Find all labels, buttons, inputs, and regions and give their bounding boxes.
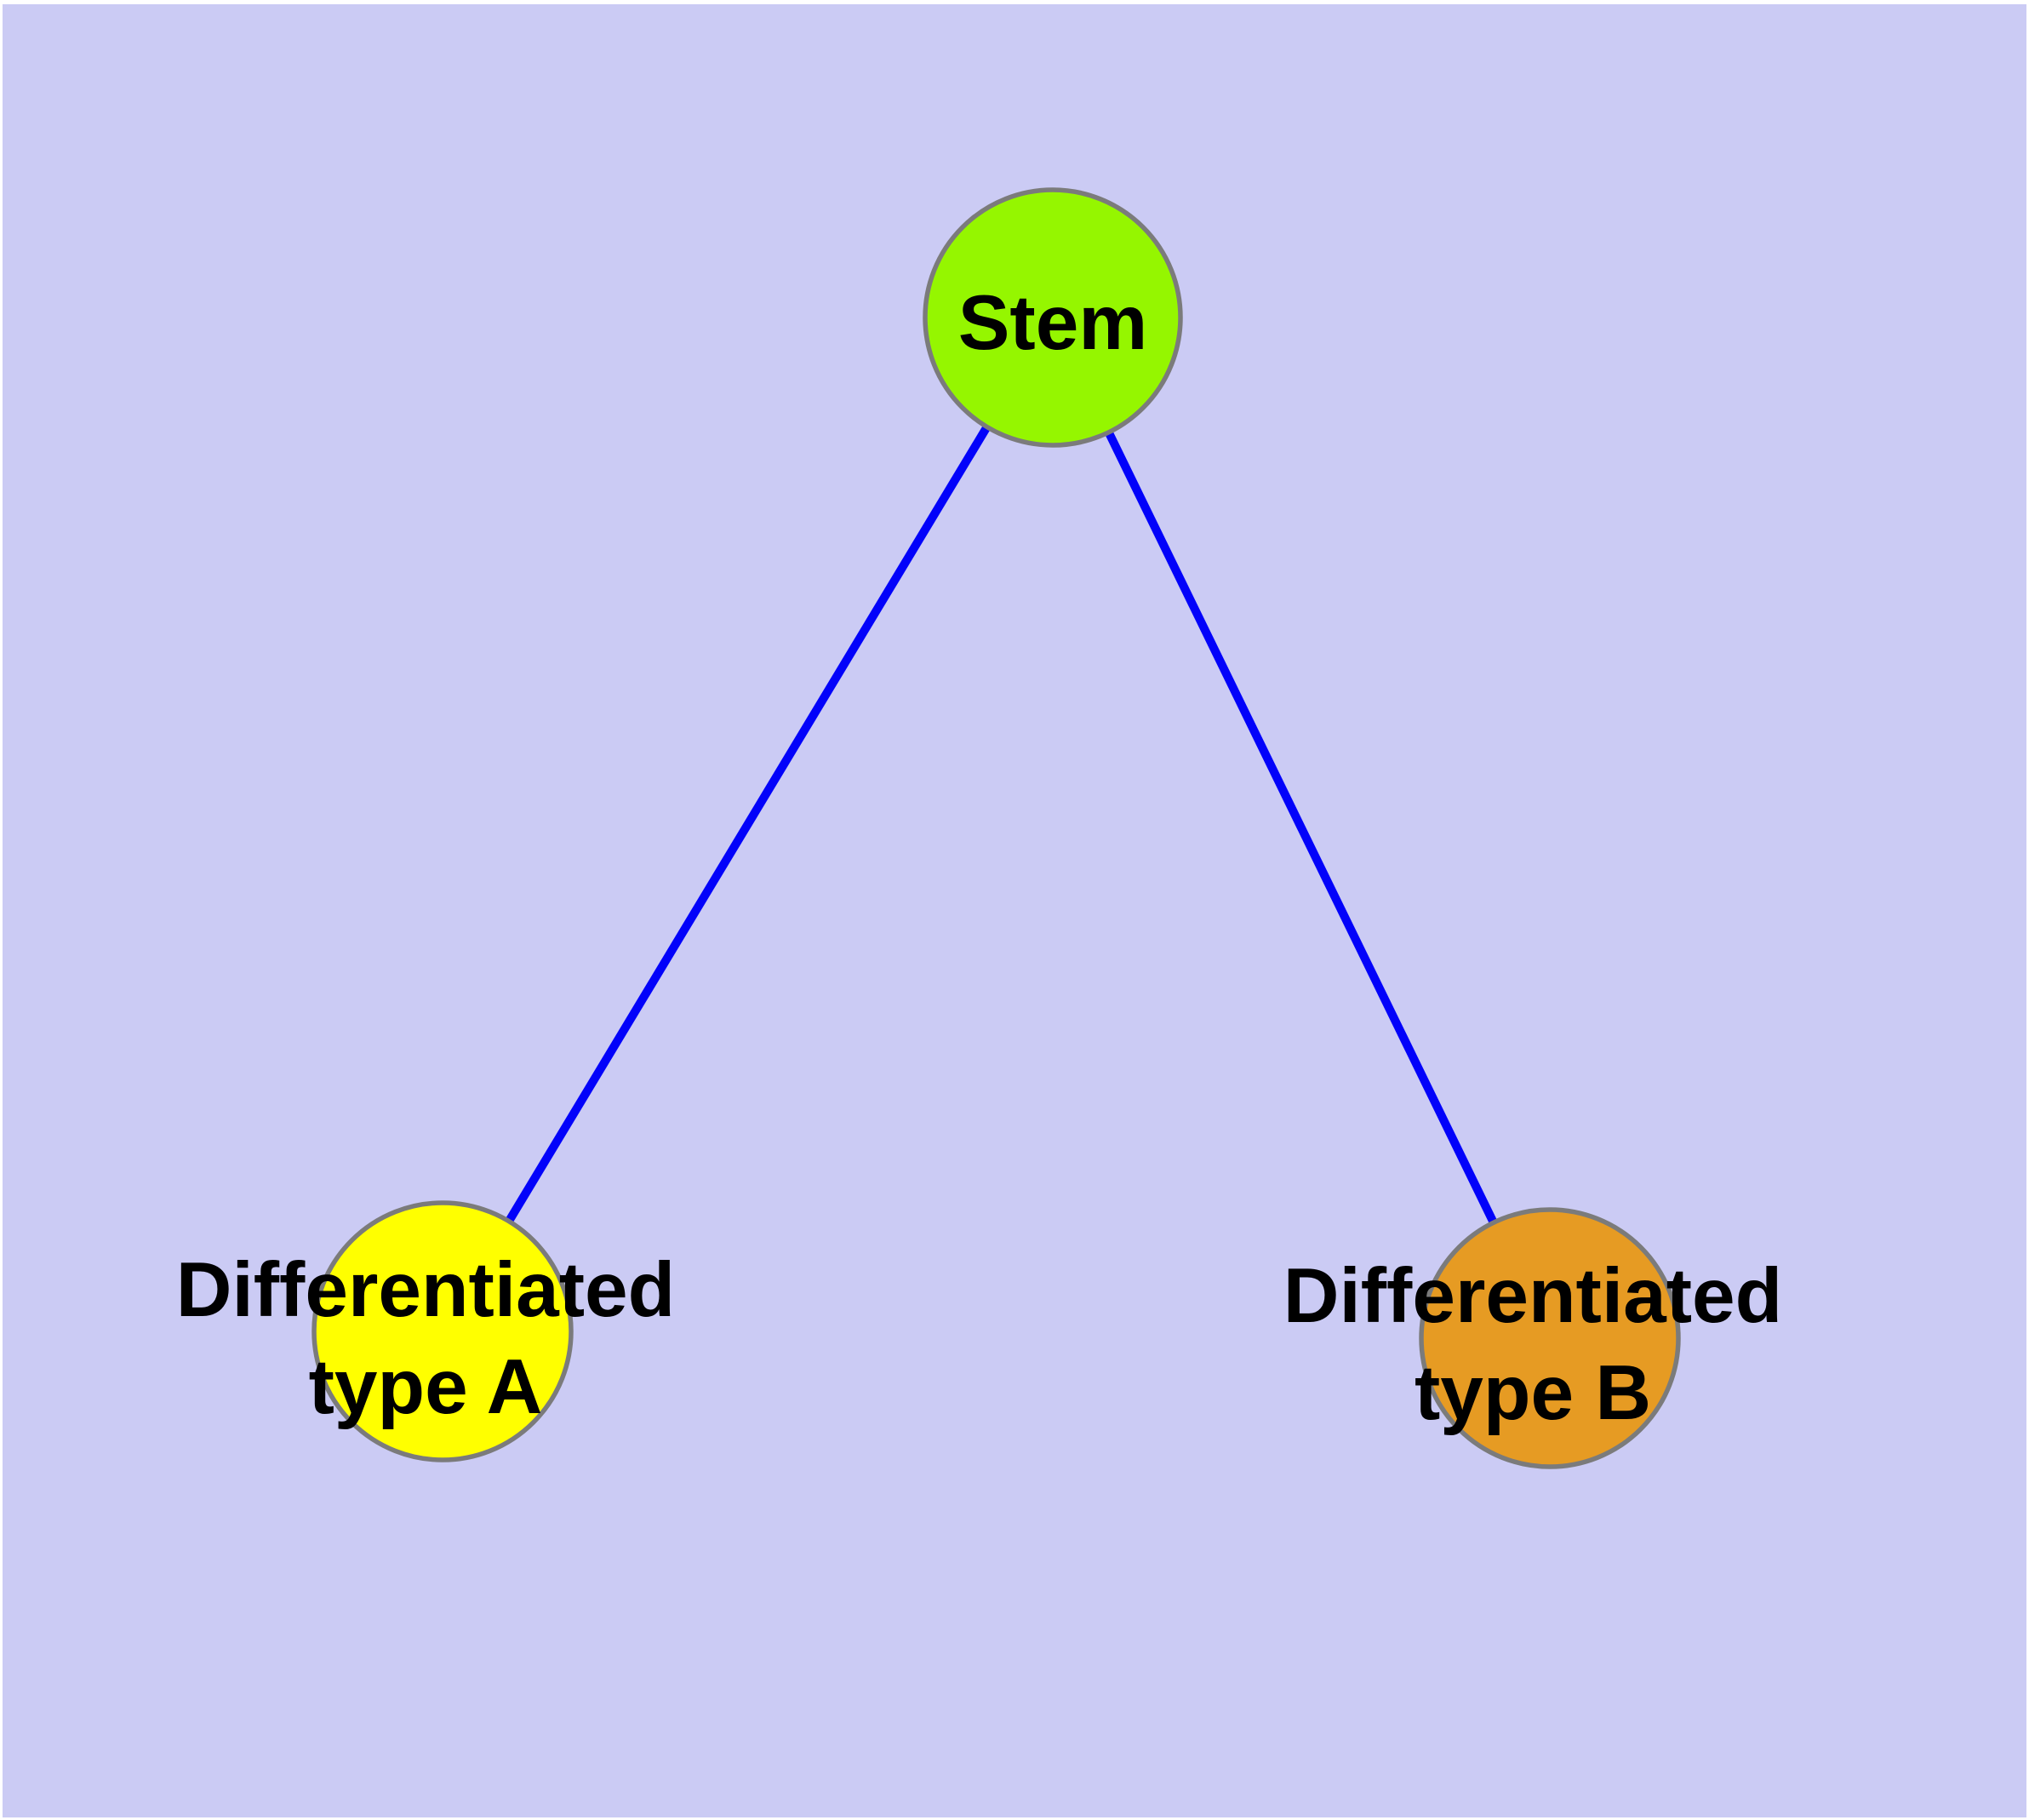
edge-stem-to-type-a: [438, 315, 1057, 1334]
node-label-type-a-line1: Differentiated: [176, 1247, 676, 1333]
node-label-type-a-line2: type A: [309, 1344, 543, 1430]
node-label-stem: Stem: [958, 280, 1148, 366]
node-label-type-b-line2: type B: [1415, 1350, 1651, 1436]
node-label-type-b-line1: Differentiated: [1283, 1253, 1783, 1339]
node-stem: [923, 187, 1183, 448]
node-differentiated-type-b: [1419, 1207, 1681, 1469]
node-differentiated-type-a: [311, 1200, 574, 1462]
edge-stem-to-type-b: [1049, 315, 1554, 1341]
